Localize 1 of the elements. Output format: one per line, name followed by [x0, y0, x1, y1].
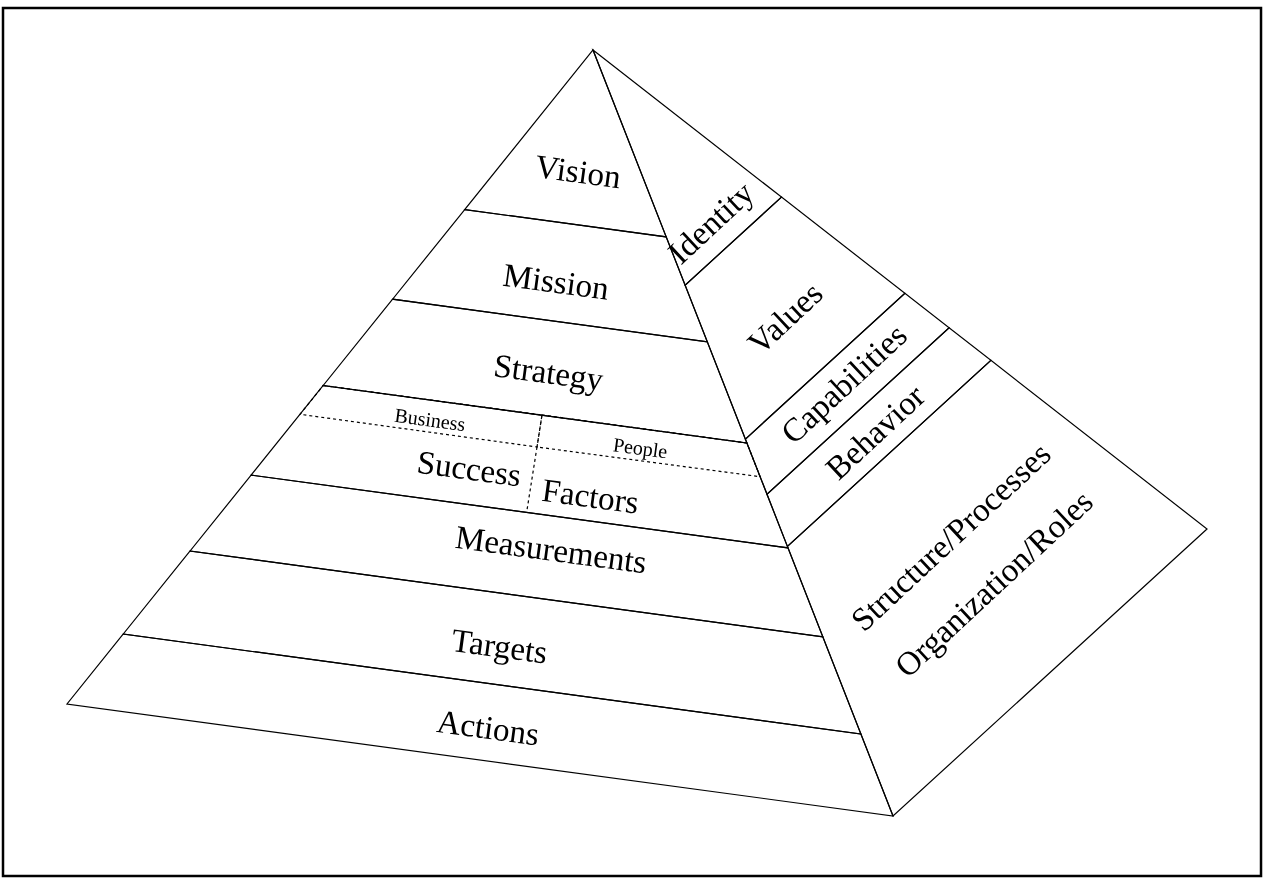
grid-cell: People	[536, 414, 762, 478]
